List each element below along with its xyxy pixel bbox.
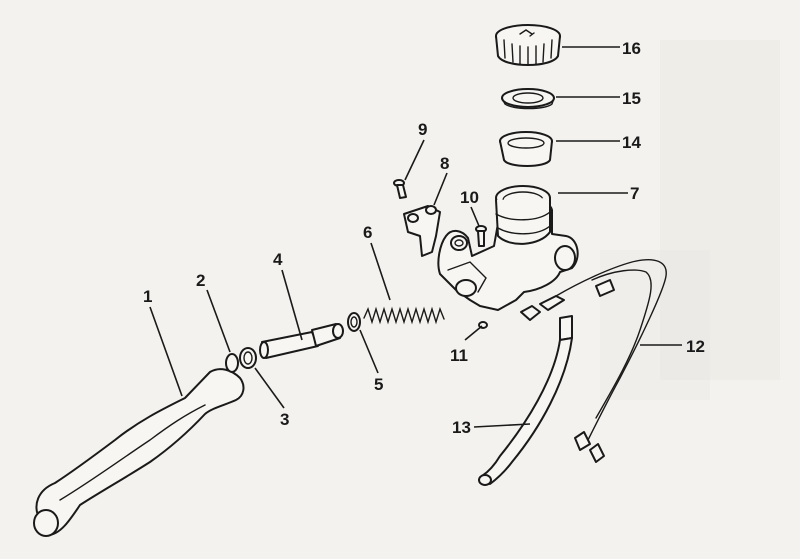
callout-6: 6	[363, 223, 372, 242]
callout-11: 11	[450, 346, 468, 365]
bleed-through-texture	[600, 40, 780, 400]
callout-10: 10	[460, 188, 479, 207]
callout-5: 5	[374, 375, 383, 394]
callout-14: 14	[622, 133, 641, 152]
callout-9: 9	[418, 120, 427, 139]
part-9-screw	[393, 179, 407, 199]
part-10-screw	[475, 225, 487, 247]
part-14-diaphragm	[499, 131, 553, 167]
part-8-clamp	[403, 205, 441, 257]
part-12-brake-switch	[520, 258, 667, 463]
callout-16: 16	[622, 39, 641, 58]
callout-4: 4	[273, 250, 283, 269]
part-15-plate	[501, 88, 555, 110]
callout-12: 12	[686, 337, 705, 356]
callout-7: 7	[630, 184, 639, 203]
callout-2: 2	[196, 271, 205, 290]
callout-numbers: 1 2 3 4 5 6 7 8 9 10 11 12 13 14 15 16	[143, 39, 705, 437]
part-16-cap	[495, 24, 561, 66]
part-7-master-cylinder	[437, 185, 579, 311]
part-6-spring	[363, 306, 445, 325]
callout-1: 1	[143, 287, 152, 306]
leader-lines	[149, 46, 682, 428]
callout-13: 13	[452, 418, 471, 437]
part-1-lever	[33, 368, 245, 537]
callout-15: 15	[622, 89, 641, 108]
part-13-hose	[478, 315, 573, 486]
callout-8: 8	[440, 154, 449, 173]
part-3-bush	[239, 347, 257, 369]
callout-3: 3	[280, 410, 289, 429]
part-5-seal	[347, 312, 361, 332]
part-4-pushrod	[259, 323, 344, 359]
part-2-circlip	[225, 353, 239, 373]
